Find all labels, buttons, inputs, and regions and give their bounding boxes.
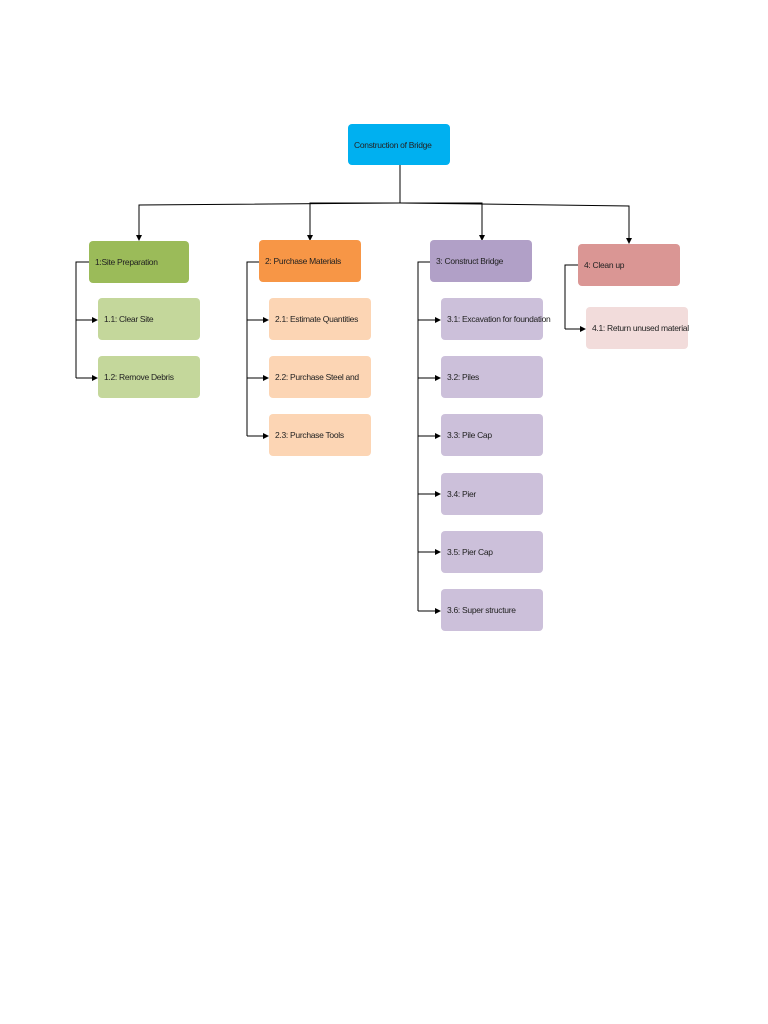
branch-node-2: 2: Purchase Materials (259, 240, 361, 282)
branch-node-1: 1:Site Preparation (89, 241, 189, 283)
root-node: Construction of Bridge (348, 124, 450, 165)
child-node-3-4: 3.4: Pier (441, 473, 543, 515)
branch-connector-2 (307, 202, 400, 241)
child-node-3-3: 3.3: Pile Cap (441, 414, 543, 456)
spine-3 (417, 261, 430, 611)
spine-1 (75, 261, 89, 378)
spine-4 (564, 264, 578, 329)
child-node-3-1: 3.1: Excavation for foundation (441, 298, 551, 340)
branch-connector-3 (400, 202, 485, 241)
child-node-2-2: 2.2: Purchase Steel and (269, 356, 371, 398)
child-node-3-2: 3.2: Piles (441, 356, 543, 398)
branch-node-3: 3: Construct Bridge (430, 240, 532, 282)
child-node-4-1: 4.1: Return unused material (586, 307, 689, 349)
child-node-1-2: 1.2: Remove Debris (98, 356, 200, 398)
child-node-1-1: 1.1: Clear Site (98, 298, 200, 340)
child-node-3-6: 3.6: Super structure (441, 589, 543, 631)
child-node-2-3: 2.3: Purchase Tools (269, 414, 371, 456)
branch-connector-1 (136, 202, 401, 241)
spine-2 (246, 261, 259, 436)
branch-node-4: 4: Clean up (578, 244, 680, 286)
child-node-2-1: 2.1: Estimate Quantities (269, 298, 371, 340)
branch-connector-4 (399, 202, 632, 244)
child-node-3-5: 3.5: Pier Cap (441, 531, 543, 573)
